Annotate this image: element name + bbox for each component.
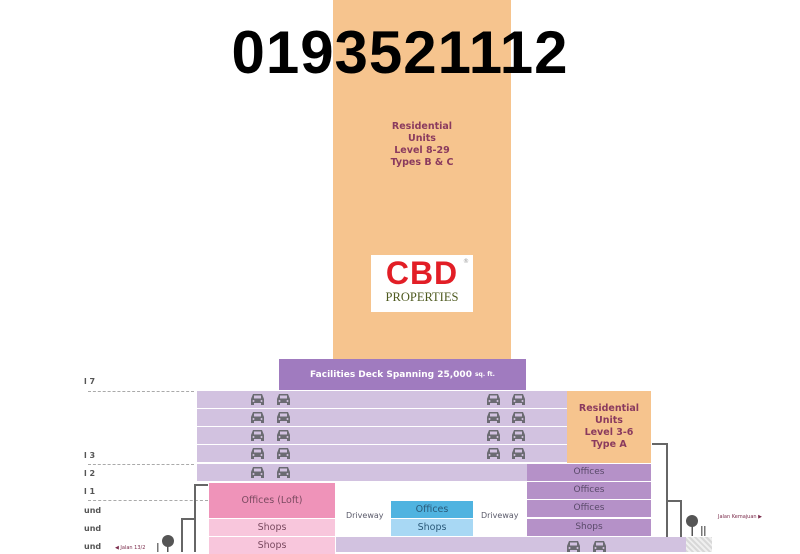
tree-icon bbox=[686, 515, 706, 536]
res-low-line: Units bbox=[595, 415, 623, 426]
car-icon bbox=[276, 466, 291, 479]
parking-level bbox=[197, 409, 567, 426]
car-icon bbox=[276, 447, 291, 460]
road-label-right: Jalan Kemajuan ▶ bbox=[718, 514, 763, 520]
tower-label: Residential Units Level 8-29 Types B & C bbox=[333, 121, 511, 169]
level-label: und bbox=[84, 524, 102, 533]
res-low-line: Residential bbox=[578, 403, 640, 414]
residential-type-a: Residential Units Level 3-6 Type A bbox=[567, 391, 651, 463]
basement-parking bbox=[336, 537, 686, 552]
car-icon bbox=[511, 411, 526, 424]
right-shops: Shops bbox=[527, 519, 651, 536]
elevation-line bbox=[666, 443, 668, 537]
car-icon bbox=[250, 429, 265, 442]
driveway-label: Driveway bbox=[346, 511, 384, 520]
level-label: und bbox=[84, 542, 102, 551]
level-label: l 7 bbox=[84, 377, 96, 386]
road-label-left: ◀ Jalan 13/2 bbox=[115, 545, 146, 551]
parking-level bbox=[197, 464, 527, 481]
driveway-label: Driveway bbox=[481, 511, 519, 520]
car-icon bbox=[511, 393, 526, 406]
logo-subtitle: PROPERTIES bbox=[385, 290, 459, 304]
car-icon bbox=[276, 393, 291, 406]
cbd-properties-logo: CBD PROPERTIES ® bbox=[371, 255, 473, 312]
facilities-deck-label: Facilities Deck Spanning 25,000 bbox=[310, 369, 472, 380]
car-icon bbox=[276, 429, 291, 442]
right-offices: Offices bbox=[527, 464, 651, 481]
car-icon bbox=[250, 447, 265, 460]
car-icon bbox=[276, 411, 291, 424]
car-icon bbox=[592, 540, 607, 553]
level-dashed-line bbox=[88, 391, 194, 392]
parking-level bbox=[197, 391, 567, 408]
car-icon bbox=[486, 429, 501, 442]
car-icon bbox=[511, 447, 526, 460]
right-offices: Offices bbox=[527, 482, 651, 499]
level-label: l 1 bbox=[84, 487, 96, 496]
car-icon bbox=[486, 411, 501, 424]
elevation-line bbox=[194, 484, 208, 486]
middle-shops: Shops bbox=[391, 519, 473, 536]
level-dashed-line bbox=[88, 464, 194, 465]
logo-brand: CBD bbox=[385, 255, 459, 291]
elevation-line bbox=[181, 518, 183, 552]
level-label: l 2 bbox=[84, 469, 96, 478]
elevation-line bbox=[652, 443, 667, 445]
res-low-line: Type A bbox=[591, 439, 627, 450]
tower-label-line: Level 8-29 bbox=[394, 145, 450, 156]
offices-loft: Offices (Loft) bbox=[209, 483, 335, 518]
car-icon bbox=[250, 393, 265, 406]
logo-trademark: ® bbox=[463, 258, 469, 265]
tower-label-line: Residential bbox=[391, 121, 453, 132]
left-shops: Shops bbox=[209, 537, 335, 554]
elevation-line bbox=[181, 518, 195, 520]
car-icon bbox=[511, 429, 526, 442]
tree-icon bbox=[157, 535, 174, 552]
res-low-line: Level 3-6 bbox=[584, 427, 634, 438]
car-icon bbox=[486, 393, 501, 406]
tower-label-line: Types B & C bbox=[390, 157, 454, 168]
level-dashed-line bbox=[88, 500, 208, 501]
elevation-line bbox=[666, 500, 681, 502]
facilities-deck-unit: sq. ft. bbox=[474, 371, 495, 378]
tower-label-line: Units bbox=[408, 133, 436, 144]
car-icon bbox=[486, 447, 501, 460]
level-label: und bbox=[84, 506, 102, 515]
car-icon bbox=[250, 411, 265, 424]
middle-offices: Offices bbox=[391, 501, 473, 518]
parking-level bbox=[197, 445, 567, 462]
parking-level bbox=[197, 427, 567, 444]
car-icon bbox=[250, 466, 265, 479]
phone-number: 0193521112 bbox=[231, 19, 569, 86]
elevation-line bbox=[680, 500, 682, 537]
right-offices: Offices bbox=[527, 500, 651, 517]
level-label: l 3 bbox=[84, 451, 96, 460]
car-icon bbox=[566, 540, 581, 553]
ground-hatch bbox=[686, 537, 712, 552]
facilities-deck: Facilities Deck Spanning 25,000 sq. ft. bbox=[279, 359, 526, 390]
left-shops: Shops bbox=[209, 519, 335, 536]
